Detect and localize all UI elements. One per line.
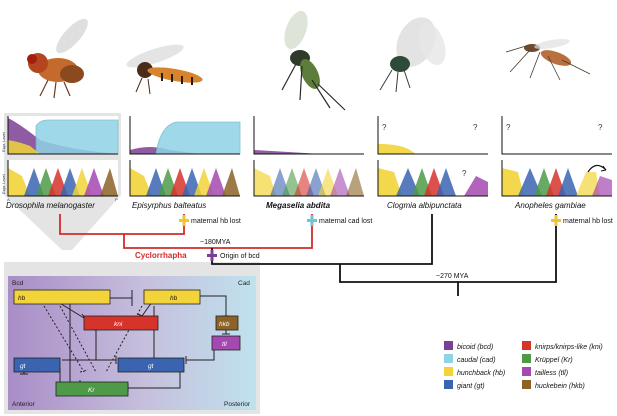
axis-tick-posterior: P xyxy=(115,197,118,202)
legend-label-hkb: huckebein (hkb) xyxy=(535,383,585,390)
legend-label-gt: giant (gt) xyxy=(457,383,485,390)
species-name-megaselia: Megaselia abdita xyxy=(266,201,331,210)
unknown-marker-anopheles-a: ? xyxy=(506,123,511,132)
expression-panel-megaselia xyxy=(253,116,364,197)
legend-swatch-kni xyxy=(522,341,531,350)
event-label-cad-lost: maternal cad lost xyxy=(319,218,372,225)
gene-legend xyxy=(444,341,531,389)
gene-box-kr xyxy=(55,381,129,397)
age-label-270: ~270 MYA xyxy=(436,273,469,280)
event-label-bcd-origin: Origin of bcd xyxy=(220,253,260,260)
clade-label-cyclorrhapha: Cyclorrhapha xyxy=(135,251,187,260)
legend-swatch-bcd xyxy=(444,341,453,350)
expression-panel-anopheles xyxy=(501,116,612,197)
drosophila-illustration xyxy=(27,18,88,99)
expression-panel-clogmia xyxy=(377,116,488,197)
unknown-marker-clogmia-tll: ? xyxy=(462,169,467,178)
axis-tick-anterior: A xyxy=(7,197,10,202)
legend-label-hb: hunchback (hb) xyxy=(457,370,505,377)
network-label-cad: Cad xyxy=(238,280,250,287)
species-name-episyrphus: Episyrphus balteatus xyxy=(132,201,206,210)
gene-label-gt-left: gt xyxy=(20,363,27,370)
legend-label-tll: tailless (tll) xyxy=(535,370,568,377)
legend-label-cad: caudal (cad) xyxy=(457,357,496,364)
expression-panel-drosophila xyxy=(7,116,119,197)
gene-label-hkb: hkb xyxy=(219,321,230,328)
unknown-marker-clogmia-p: ? xyxy=(473,123,478,132)
gene-label-hb-right: hb xyxy=(170,295,178,302)
axis-label-bottom-1: Expr. Level xyxy=(1,174,6,194)
event-label-hb-lost-2: maternal hb lost xyxy=(563,218,613,225)
gene-box-hb-left xyxy=(13,289,111,305)
axis-label-top-1: Expr. Level xyxy=(1,132,6,152)
expression-panel-episyrphus xyxy=(129,116,241,197)
gene-box-hb-right xyxy=(143,289,201,305)
age-label-180: ~180MYA xyxy=(200,239,231,246)
legend-label-kni: knirps/knirps-like (kni) xyxy=(535,344,603,351)
event-label-hb-lost-1: maternal hb lost xyxy=(191,218,241,225)
gene-label-kni: kni xyxy=(114,321,123,328)
network-label-bcd: Bcd xyxy=(12,280,24,287)
legend-swatch-tll xyxy=(522,367,531,376)
gene-label-hb-left: hb xyxy=(18,295,26,302)
gene-label-kr: Kr xyxy=(88,387,95,394)
legend-swatch-hb xyxy=(444,367,453,376)
gene-label-tll: tll xyxy=(222,341,227,348)
episyrphus-illustration xyxy=(126,44,203,95)
gene-box-hkb xyxy=(215,315,239,331)
unknown-marker-anopheles-p: ? xyxy=(598,123,603,132)
legend-swatch-gt xyxy=(444,380,453,389)
event-marker-bcd-origin xyxy=(207,250,217,261)
clogmia-illustration xyxy=(379,17,446,93)
unknown-marker-clogmia-a: ? xyxy=(382,123,387,132)
legend-label-kr: Krüppel (Kr) xyxy=(535,357,573,364)
anopheles-illustration xyxy=(505,38,591,81)
legend-swatch-cad xyxy=(444,354,453,363)
legend-label-bcd: bicoid (bcd) xyxy=(457,344,493,351)
network-label-posterior: Posterior xyxy=(224,401,251,408)
gene-box-gt-left xyxy=(13,357,61,373)
gene-box-gt-right xyxy=(117,357,185,373)
gene-box-kni xyxy=(83,315,159,331)
legend-swatch-hkb xyxy=(522,380,531,389)
event-marker-hb-lost-2 xyxy=(551,215,561,226)
legend-swatch-kr xyxy=(522,354,531,363)
species-name-drosophila: Drosophila melanogaster xyxy=(6,201,95,210)
event-marker-hb-lost-1 xyxy=(179,215,189,226)
species-name-clogmia: Clogmia albipunctata xyxy=(387,201,462,210)
event-marker-cad-lost xyxy=(307,215,317,226)
species-name-anopheles: Anopheles gambiae xyxy=(514,201,586,210)
megaselia-illustration xyxy=(281,10,346,111)
gene-box-tll xyxy=(211,335,241,351)
gene-label-gt-right: gt xyxy=(148,363,155,370)
network-label-anterior: Anterior xyxy=(12,401,36,408)
